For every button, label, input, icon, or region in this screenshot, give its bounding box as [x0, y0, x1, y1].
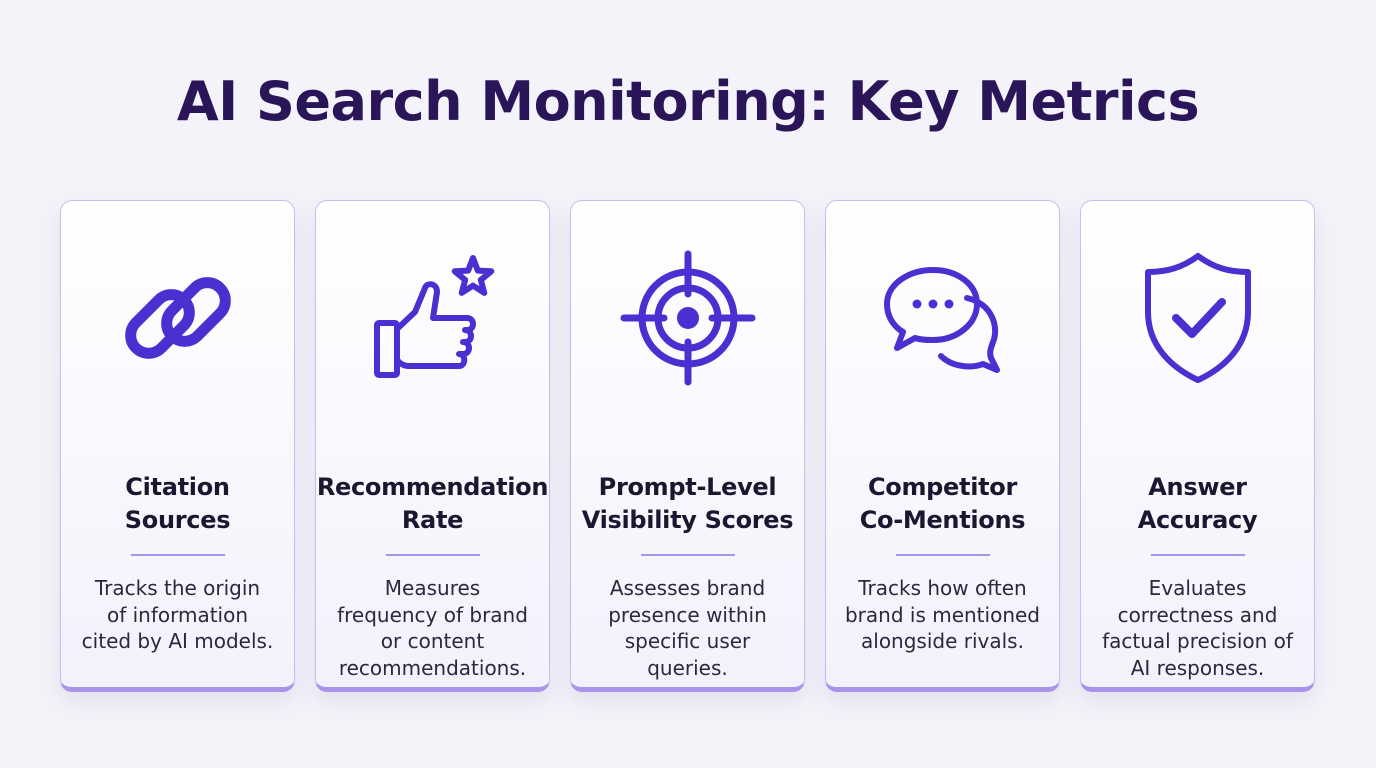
metric-card-recommendation-rate: Recommendation Rate Measures frequency o…	[315, 200, 550, 692]
card-description: Evaluates correctness and factual precis…	[1102, 576, 1293, 680]
card-description: Tracks the origin of information cited b…	[81, 576, 274, 653]
card-description: Tracks how often brand is mentioned alon…	[844, 576, 1040, 653]
thumbs-up-star-icon	[373, 255, 494, 378]
card-description: Assesses brand presence within specific …	[608, 576, 767, 680]
card-description: Measures frequency of brand or content r…	[337, 576, 528, 680]
card-divider	[385, 554, 480, 556]
card-title: Answer Accuracy	[1137, 473, 1258, 534]
metric-card-prompt-level-visibility: Prompt-Level Visibility Scores Assesses …	[570, 200, 805, 692]
page-title: AI Search Monitoring: Key Metrics	[176, 70, 1200, 133]
card-title: Competitor Co-Mentions	[859, 473, 1026, 534]
chat-bubbles-icon	[883, 267, 1000, 373]
target-crosshair-icon	[620, 250, 755, 386]
shield-check-icon	[1144, 253, 1251, 383]
card-divider	[130, 554, 225, 556]
card-divider	[1150, 554, 1245, 556]
metric-card-answer-accuracy: Answer Accuracy Evaluates correctness an…	[1080, 200, 1315, 692]
card-divider	[640, 554, 735, 556]
card-title: Citation Sources	[124, 473, 231, 534]
metric-cards: Citation Sources Tracks the origin of in…	[60, 200, 1316, 692]
metric-card-citation-sources: Citation Sources Tracks the origin of in…	[60, 200, 295, 692]
card-title: Recommendation Rate	[316, 473, 549, 534]
card-divider	[895, 554, 990, 556]
metric-card-competitor-co-mentions: Competitor Co-Mentions Tracks how often …	[825, 200, 1060, 692]
card-title: Prompt-Level Visibility Scores	[581, 473, 794, 534]
chain-link-icon	[124, 277, 231, 359]
